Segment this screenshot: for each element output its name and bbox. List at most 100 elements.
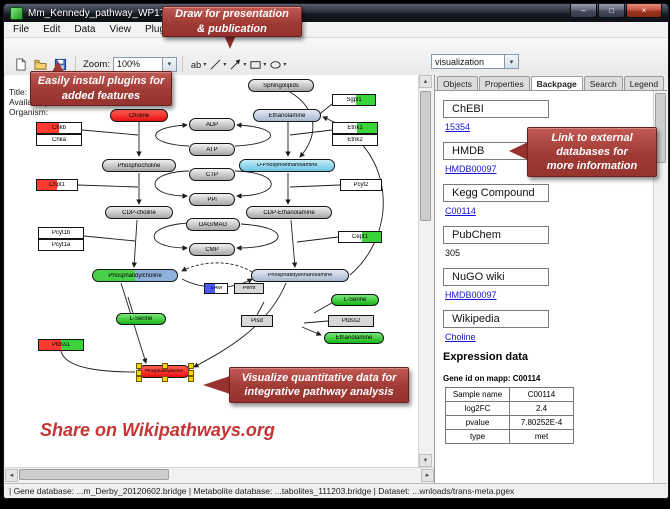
pathway-node-cept1[interactable]: Cept1: [338, 231, 382, 243]
close-button[interactable]: ×: [626, 4, 662, 18]
arrow-tool-button[interactable]: ▾: [228, 55, 248, 73]
pathway-node-choline[interactable]: Choline: [110, 109, 168, 122]
callout-link: Link to external databases for more info…: [527, 127, 657, 177]
backpage-header-nugo-wiki: NuGO wiki: [443, 268, 549, 286]
tab-search[interactable]: Search: [583, 76, 623, 90]
new-file-button[interactable]: [10, 55, 30, 73]
tab-objects[interactable]: Objects: [437, 76, 478, 90]
backpage-header-wikipedia: Wikipedia: [443, 310, 549, 328]
canvas-vertical-scrollbar[interactable]: ▲ ▼: [418, 75, 434, 467]
ellipse-tool-button[interactable]: ▾: [268, 55, 288, 73]
scroll-down-icon[interactable]: ▼: [419, 454, 432, 467]
selection-handle[interactable]: [136, 376, 142, 382]
shape-tool-button[interactable]: ▾: [248, 55, 268, 73]
menu-file[interactable]: File: [13, 24, 30, 35]
node-label: Pcyt1a: [51, 242, 71, 248]
visualization-combobox[interactable]: visualization ▾: [431, 54, 519, 69]
pathway-node-dag-mag[interactable]: DAG/MAG: [186, 218, 240, 231]
pathway-node-etnk1[interactable]: Etnk1: [332, 122, 378, 134]
backpage-link-c00114[interactable]: C00114: [445, 206, 476, 216]
selection-handle[interactable]: [188, 376, 194, 382]
backpage-link-hmdb00097[interactable]: HMDB00097: [445, 290, 497, 300]
menu-data[interactable]: Data: [74, 24, 96, 35]
pathway-node-l-serine[interactable]: L-Serine: [331, 294, 379, 306]
pathway-node-pisd[interactable]: Pisd: [241, 315, 273, 327]
title-bar[interactable]: Mm_Kennedy_pathway_WP1771_45176.gpml –□×: [4, 4, 668, 22]
pathway-node-phosphatidylethanolamine[interactable]: Phosphatidylethanolamine: [251, 269, 349, 282]
selection-handle[interactable]: [188, 369, 194, 376]
pathway-node-sgpl1[interactable]: Sgpl1: [332, 94, 376, 106]
pathway-node-pcyt1b[interactable]: Pcyt1b: [38, 227, 84, 239]
scroll-up-icon[interactable]: ▲: [419, 75, 432, 88]
expression-cell: Sample name: [445, 387, 510, 402]
backpage-link-hmdb00097[interactable]: HMDB00097: [445, 164, 497, 174]
backpage-link-choline[interactable]: Choline: [445, 332, 476, 342]
menu-edit[interactable]: Edit: [43, 24, 61, 35]
tab-properties[interactable]: Properties: [478, 76, 530, 90]
canvas-horizontal-scrollbar[interactable]: ◄ ►: [5, 467, 434, 483]
zoom-combobox[interactable]: 100% ▾: [112, 56, 177, 72]
menu-plugins[interactable]: Plugins: [138, 23, 185, 36]
label-tool-button[interactable]: ab▾: [188, 55, 208, 73]
chevron-down-icon[interactable]: ▾: [161, 57, 176, 71]
expression-cell: type: [445, 429, 510, 444]
pathway-node-phosphocholine[interactable]: Phosphocholine: [102, 159, 176, 172]
open-file-button[interactable]: [30, 55, 50, 73]
minimize-button[interactable]: –: [570, 4, 597, 18]
backpage-link-15354[interactable]: 15354: [445, 122, 471, 132]
menu-view[interactable]: View: [109, 24, 131, 35]
pathway-node-ppi[interactable]: PPi: [189, 193, 235, 206]
pathway-node-adp[interactable]: ADP: [189, 118, 235, 131]
pathway-node-l-serine[interactable]: L-Serine: [116, 313, 166, 325]
pathway-node-chka[interactable]: Chka: [36, 134, 82, 146]
pathway-node-cmp[interactable]: CMP: [189, 243, 235, 256]
node-label: Etnk1: [347, 125, 363, 131]
selection-handle[interactable]: [136, 363, 142, 369]
selection-handle[interactable]: [188, 363, 194, 369]
line-tool-button[interactable]: ▾: [208, 55, 228, 73]
pathway-node-cdp-ethanolamine[interactable]: CDP-Ethanolamine: [246, 206, 332, 219]
pathway-node-cdp-choline[interactable]: CDP-choline: [105, 206, 173, 219]
pathway-node-ptdss1[interactable]: Ptdss1: [38, 339, 84, 351]
pathway-node-ptdss2[interactable]: Ptdss2: [328, 315, 374, 327]
menu-bar: FileEditDataViewPluginsHelp: [4, 22, 668, 38]
selection-handle[interactable]: [136, 369, 142, 376]
node-label: Sphingolipids: [263, 82, 299, 89]
pathway-node-phosphatidylserine[interactable]: Phosphatidylserine: [136, 363, 194, 382]
tab-legend[interactable]: Legend: [623, 76, 665, 90]
pathway-node-etnk2[interactable]: Etnk2: [332, 134, 378, 146]
pathway-node-ethanolamine[interactable]: Ethanolamine: [324, 332, 384, 344]
node-label: Phosphatidylcholine: [108, 272, 162, 279]
zoom-value: 100%: [116, 59, 140, 69]
pathway-node-o-phosphoethanolamine[interactable]: O-Phosphoethanolamine: [239, 159, 335, 172]
scrollbar-thumb[interactable]: [420, 91, 431, 221]
scroll-left-icon[interactable]: ◄: [5, 469, 18, 482]
scroll-right-icon[interactable]: ►: [421, 469, 434, 482]
node-label: Phosphatidylethanolamine: [267, 272, 333, 278]
pathway-node-pemt[interactable]: Pemt: [234, 283, 264, 294]
pathway-node-atp[interactable]: ATP: [189, 143, 235, 156]
maximize-button[interactable]: □: [598, 4, 625, 18]
expression-cell: 2.4: [509, 401, 574, 416]
scrollbar-thumb[interactable]: [19, 469, 169, 480]
tab-backpage[interactable]: Backpage: [530, 76, 583, 90]
chevron-down-icon: ▾: [283, 61, 287, 68]
expression-data-title: Expression data: [443, 351, 528, 363]
pathway-node-pcyt2[interactable]: Pcyt2: [340, 179, 382, 191]
selection-handle[interactable]: [162, 363, 168, 369]
node-label: Phosphocholine: [117, 162, 161, 169]
pathway-node-sam[interactable]: SAM: [204, 283, 228, 294]
pathway-node-pcyt1a[interactable]: Pcyt1a: [38, 239, 84, 251]
pathway-node-ctp[interactable]: CTP: [189, 168, 235, 181]
selection-handle[interactable]: [162, 376, 168, 382]
chevron-down-icon[interactable]: ▾: [504, 55, 518, 68]
pathway-node-chpt1[interactable]: Chpt1: [36, 179, 78, 191]
pathway-node-sphingolipids[interactable]: Sphingolipids: [248, 79, 314, 92]
pathway-node-chkb[interactable]: Chkb: [36, 122, 82, 134]
pathway-node-ethanolamine[interactable]: Ethanolamine: [253, 109, 321, 122]
pathway-node-phosphatidylcholine[interactable]: Phosphatidylcholine: [92, 269, 178, 282]
